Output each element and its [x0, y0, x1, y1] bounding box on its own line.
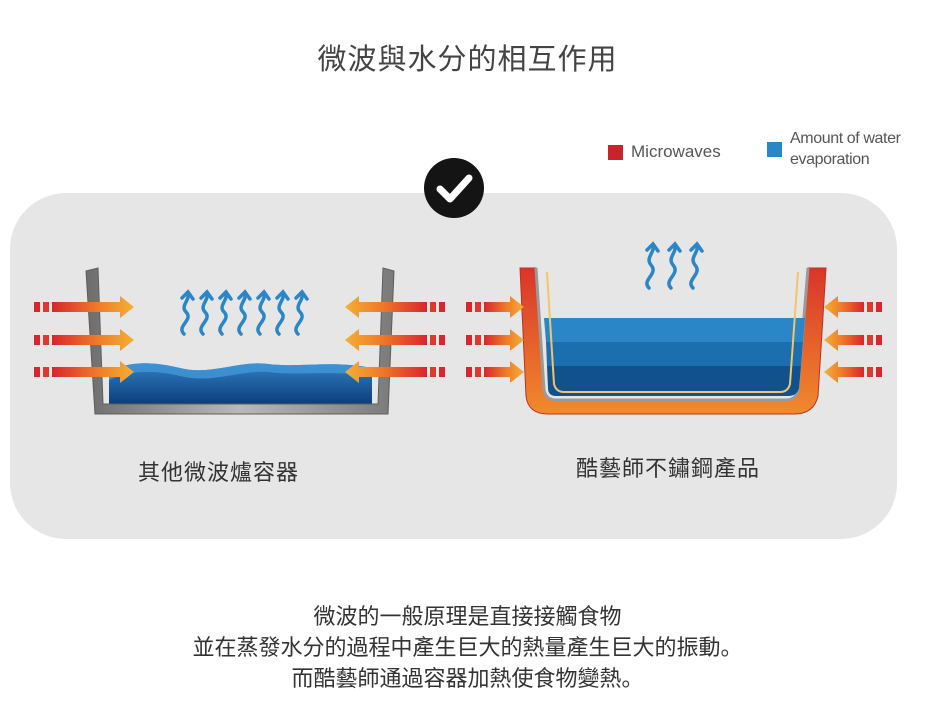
description: 微波的一般原理是直接接觸食物 並在蒸發水分的過程中產生巨大的熱量產生巨大的振動。…: [0, 602, 935, 695]
description-line-1: 微波的一般原理是直接接觸食物: [313, 605, 622, 630]
description-line-2: 並在蒸發水分的過程中產生巨大的熱量產生巨大的振動。: [192, 636, 743, 661]
steam-wisp-icon: [689, 241, 704, 290]
right-pot-arrows-left: [466, 296, 524, 383]
arrow: [824, 296, 882, 318]
steam-wisp-icon: [256, 289, 271, 336]
steam-wisp-icon: [645, 241, 660, 290]
right-pot-arrows-right: [824, 296, 882, 383]
description-line-3: 而酷藝師通過容器加熱使食物變熱。: [291, 667, 644, 692]
right-pot-inner-wall: [534, 267, 810, 402]
page-title: 微波與水分的相互作用: [317, 42, 618, 76]
right-pot-water-layer-1: [544, 318, 805, 342]
checkmark-icon: [436, 174, 473, 203]
arrow: [34, 296, 134, 318]
arrow: [824, 329, 882, 351]
arrow: [466, 361, 524, 383]
arrow: [34, 329, 134, 351]
legend-water-label: Amount of water evaporation: [790, 128, 901, 170]
left-pot-arrows-right: [345, 296, 445, 383]
legend-water-evaporation: Amount of water evaporation: [767, 128, 901, 170]
right-pot-heat-line: [546, 271, 799, 393]
right-pot: [519, 267, 827, 415]
legend-microwaves-swatch: [608, 144, 623, 160]
left-pot-steam: [180, 289, 309, 336]
steam-wisp-icon: [199, 289, 214, 336]
arrow: [466, 329, 524, 351]
steam-wisp-icon: [275, 289, 290, 336]
right-pot-water-layer-3: [547, 366, 801, 396]
arrow: [345, 296, 445, 318]
steam-wisp-icon: [667, 241, 682, 290]
steam-wisp-icon: [218, 289, 233, 336]
steam-wisp-icon: [180, 289, 195, 336]
legend-water-swatch: [767, 141, 782, 157]
left-pot-water-highlight: [109, 363, 372, 380]
legend-microwaves: Microwaves: [608, 142, 721, 162]
right-pot-steam: [645, 241, 704, 290]
legend-water-label-line2: evaporation: [790, 151, 870, 168]
right-pot-caption: 酷藝師不鏽鋼產品: [576, 457, 761, 482]
left-pot-container: [85, 267, 395, 415]
steam-wisp-icon: [294, 289, 309, 336]
legend-microwaves-label: Microwaves: [631, 142, 721, 161]
left-pot-caption: 其他微波爐容器: [138, 461, 300, 486]
arrow: [824, 361, 882, 383]
checkmark-badge: [424, 158, 484, 218]
legend-water-label-line1: Amount of water: [790, 130, 901, 147]
left-pot-arrows-left: [34, 296, 134, 383]
arrow: [345, 329, 445, 351]
arrow: [34, 361, 134, 383]
left-pot: [85, 267, 395, 415]
arrow: [345, 361, 445, 383]
arrow: [466, 296, 524, 318]
right-pot-water-layer-2: [546, 342, 803, 366]
steam-wisp-icon: [237, 289, 252, 336]
